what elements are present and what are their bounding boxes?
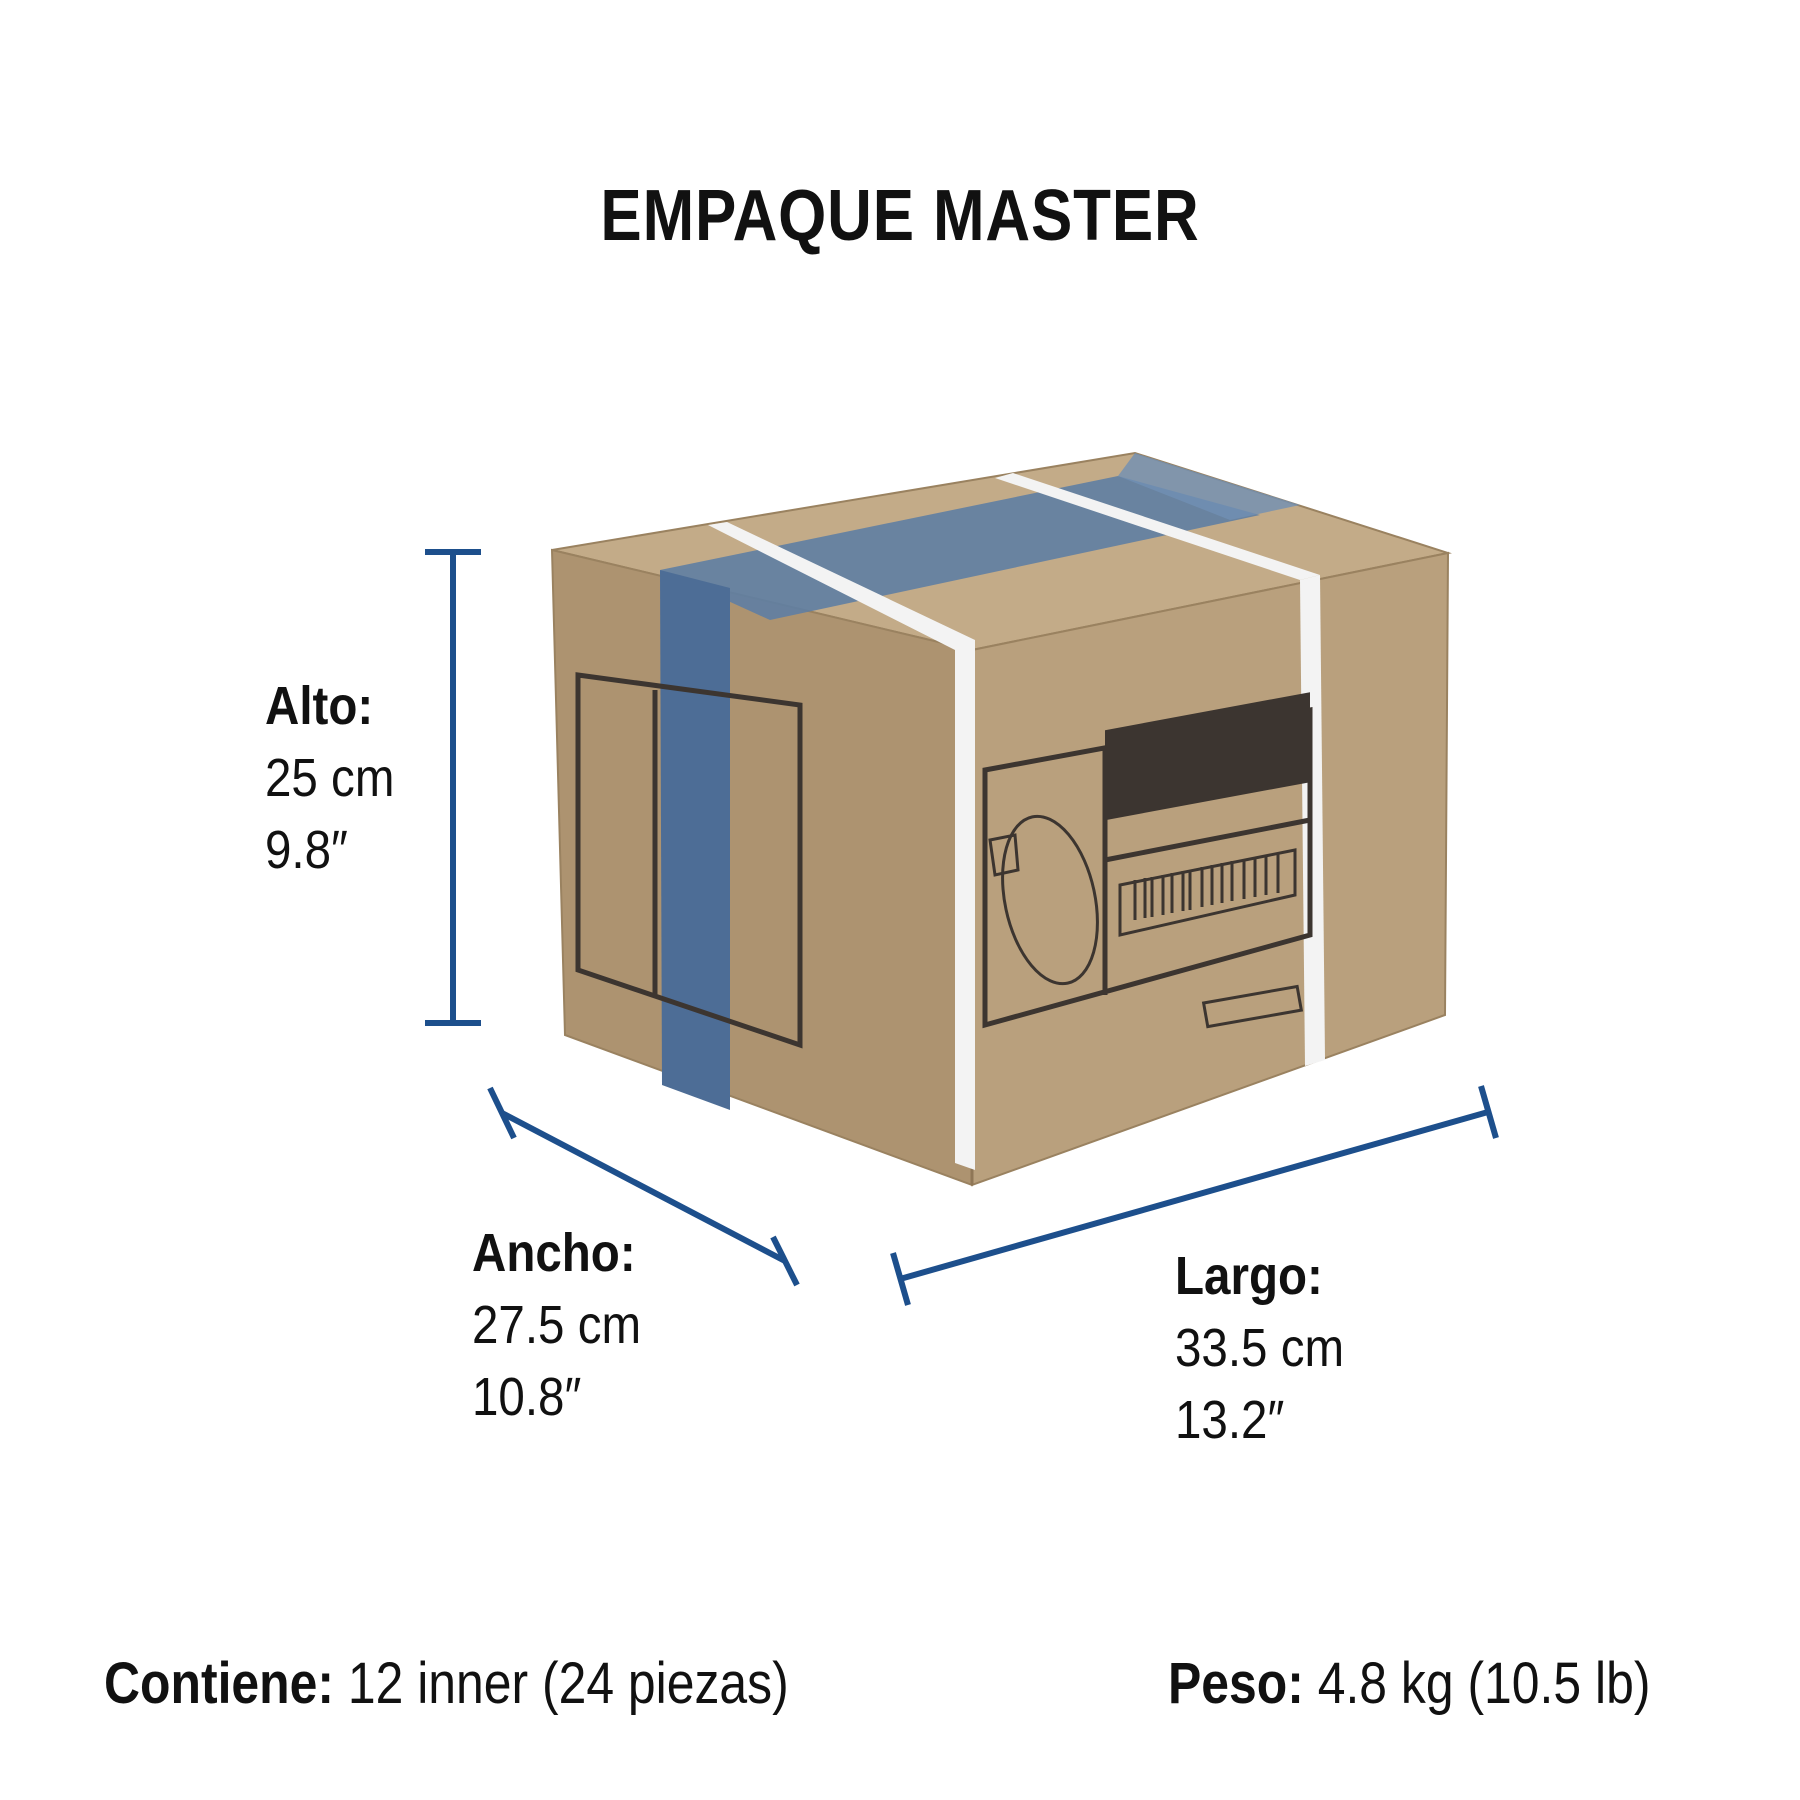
side-label — [575, 672, 803, 1049]
peso-label: Peso: — [1168, 1651, 1304, 1716]
tape-front-top — [1118, 453, 1300, 520]
box-front-face — [971, 551, 1450, 1187]
ancho-cm: 27.5 cm — [472, 1295, 642, 1355]
alto-cm: 25 cm — [265, 748, 395, 808]
dimension-lines — [425, 549, 1499, 1306]
alto-in: 9.8″ — [265, 820, 348, 880]
alto-label: Alto: — [265, 676, 374, 736]
largo-line — [899, 1109, 1489, 1282]
largo-label: Largo: — [1175, 1246, 1323, 1306]
ancho-label: Ancho: — [472, 1223, 636, 1283]
box-side-face — [550, 548, 973, 1187]
ancho-in: 10.8″ — [472, 1367, 582, 1427]
showerhead-drawing — [988, 814, 1099, 986]
ancho-dimension: Ancho: 27.5 cm 10.8″ — [472, 1217, 641, 1433]
largo-dimension: Largo: 33.5 cm 13.2″ — [1175, 1240, 1344, 1456]
contiene-value: 12 inner (24 piezas) — [347, 1651, 789, 1716]
largo-in: 13.2″ — [1175, 1390, 1285, 1450]
ancho-line — [500, 1110, 787, 1264]
contents-info: Contiene: 12 inner (24 piezas) — [104, 1650, 789, 1717]
largo-cm: 33.5 cm — [1175, 1318, 1345, 1378]
tape-side — [660, 570, 730, 1110]
weight-info: Peso: 4.8 kg (10.5 lb) — [1168, 1650, 1650, 1717]
strap — [708, 522, 975, 650]
contiene-label: Contiene: — [104, 1651, 334, 1716]
alto-dimension: Alto: 25 cm 9.8″ — [265, 670, 394, 886]
page-title: EMPAQUE MASTER — [600, 176, 1200, 256]
peso-value: 4.8 kg (10.5 lb) — [1317, 1651, 1651, 1716]
barcode — [1133, 853, 1280, 920]
